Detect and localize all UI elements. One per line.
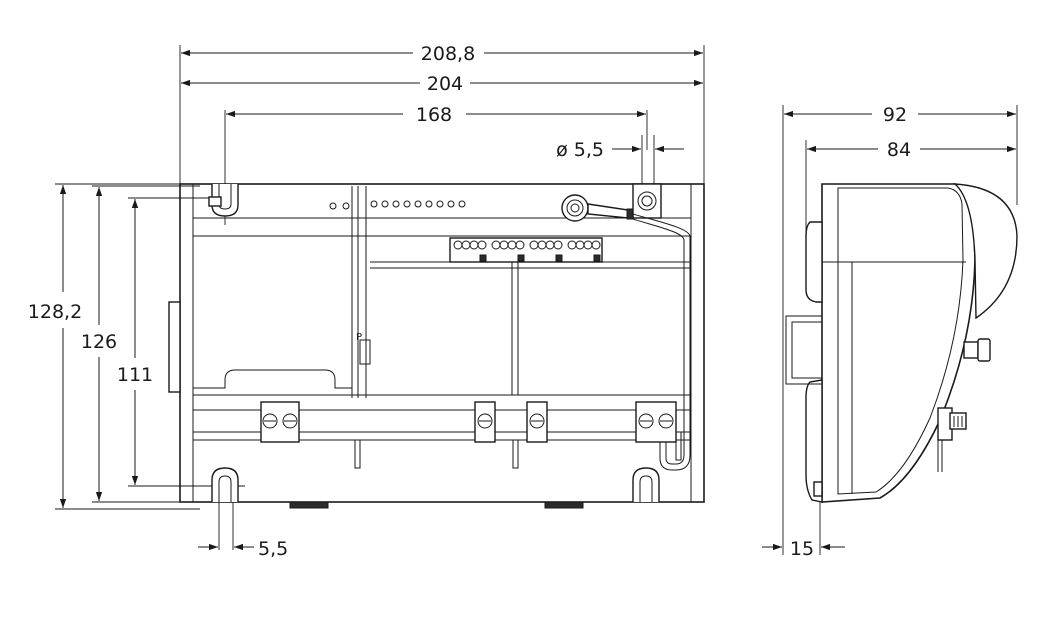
dim-label-128-2: 128,2	[28, 301, 82, 323]
dim-label-204: 204	[427, 73, 463, 95]
dim-front-width-body: 204	[181, 73, 703, 95]
bottom-screw-terminals	[260, 401, 677, 443]
dim-front-hole-vertical: 111	[117, 199, 153, 485]
dim-label-208-8: 208,8	[421, 43, 475, 65]
dim-label-111: 111	[117, 364, 153, 386]
side-view: 92 84 15	[762, 104, 1018, 560]
dim-slot-width: 5,5	[198, 538, 288, 560]
dim-front-width-outer: 208,8	[181, 43, 703, 65]
dim-label-126: 126	[81, 331, 117, 353]
ground-lug	[561, 194, 691, 471]
front-extension-lines	[55, 45, 705, 550]
dim-side-depth-outer: 92	[784, 104, 1016, 126]
dim-label-168: 168	[416, 104, 452, 126]
p-marker-label: P	[356, 332, 362, 343]
dim-label-slot-5-5: 5,5	[258, 538, 288, 560]
front-view: 208,8 204 168 ø 5,5 128,2	[28, 43, 705, 560]
side-housing	[785, 183, 1018, 503]
side-extension-lines	[782, 105, 1018, 555]
front-housing: P	[168, 183, 705, 509]
dim-mount-hole-diameter: ø 5,5	[556, 135, 684, 185]
dim-front-hole-spacing: 168	[226, 104, 646, 126]
dim-label-92: 92	[883, 104, 907, 126]
dim-label-84: 84	[887, 139, 911, 161]
dim-front-height-outer: 128,2	[28, 185, 82, 508]
dim-side-depth-body: 84	[807, 139, 1016, 161]
dim-label-15: 15	[790, 538, 814, 560]
top-terminal-block	[449, 237, 603, 263]
dim-side-rail-offset: 15	[762, 538, 845, 560]
dim-label-hole-dia: ø 5,5	[556, 139, 604, 161]
led-row	[329, 200, 466, 210]
dim-front-height-body: 126	[81, 187, 117, 501]
